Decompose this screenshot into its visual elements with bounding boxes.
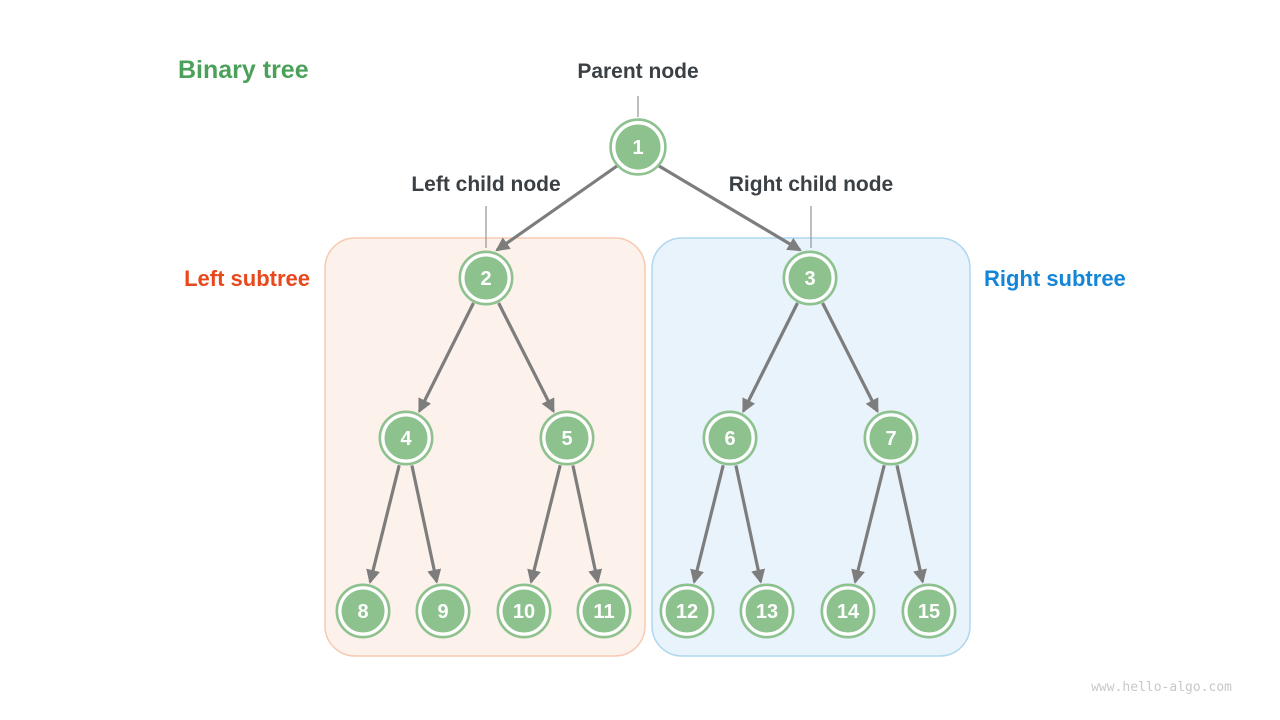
node-value: 14 xyxy=(837,601,860,623)
tree-edges xyxy=(366,164,927,584)
tree-node: 6 xyxy=(702,410,758,466)
edge-4-9 xyxy=(410,465,442,584)
edge-7-14 xyxy=(851,464,886,584)
tree-node: 13 xyxy=(739,583,795,639)
edge-7-15 xyxy=(895,465,927,584)
right-child-node-label: Right child node xyxy=(728,173,894,196)
tree-node: 10 xyxy=(496,583,552,639)
node-value: 8 xyxy=(357,601,368,623)
node-value: 9 xyxy=(437,601,448,623)
tree-node: 8 xyxy=(335,583,391,639)
node-value: 5 xyxy=(561,428,572,450)
tree-node: 9 xyxy=(415,583,471,639)
edge-5-11 xyxy=(571,465,603,584)
parent-node-label: Parent node xyxy=(577,60,699,83)
node-value: 3 xyxy=(804,268,815,290)
tree-node: 1 xyxy=(609,118,667,176)
node-value: 13 xyxy=(756,601,778,623)
right-subtree-label: Right subtree xyxy=(984,266,1126,291)
watermark: www.hello-algo.com xyxy=(1091,680,1232,695)
node-value: 6 xyxy=(724,428,735,450)
tree-node: 12 xyxy=(659,583,715,639)
node-value: 1 xyxy=(632,137,643,159)
node-value: 2 xyxy=(480,268,491,290)
left-subtree-region xyxy=(324,237,646,657)
edge-1-2 xyxy=(495,164,618,252)
tree-node: 7 xyxy=(863,410,919,466)
node-value: 12 xyxy=(676,601,698,623)
edge-3-6 xyxy=(741,302,799,414)
tree-node: 4 xyxy=(378,410,434,466)
tree-node: 2 xyxy=(458,250,514,306)
edge-6-12 xyxy=(690,464,725,584)
tree-node: 5 xyxy=(539,410,595,466)
figure-title: Binary tree xyxy=(178,56,309,84)
tree-node: 15 xyxy=(901,583,957,639)
edge-4-8 xyxy=(366,464,401,584)
tree-node: 3 xyxy=(782,250,838,306)
tree-node: 11 xyxy=(576,583,632,639)
edge-6-13 xyxy=(734,465,766,584)
node-value: 4 xyxy=(400,428,412,450)
node-value: 15 xyxy=(918,601,940,623)
edge-1-3 xyxy=(658,164,802,252)
edge-2-4 xyxy=(417,302,475,414)
node-value: 11 xyxy=(593,601,614,623)
node-value: 10 xyxy=(513,601,535,623)
left-subtree-label: Left subtree xyxy=(184,266,310,291)
node-value: 7 xyxy=(885,428,896,450)
edge-5-10 xyxy=(527,464,562,584)
left-child-node-label: Left child node xyxy=(411,173,561,196)
edge-3-7 xyxy=(821,302,879,414)
edge-2-5 xyxy=(497,302,555,414)
tree-node: 14 xyxy=(820,583,876,639)
